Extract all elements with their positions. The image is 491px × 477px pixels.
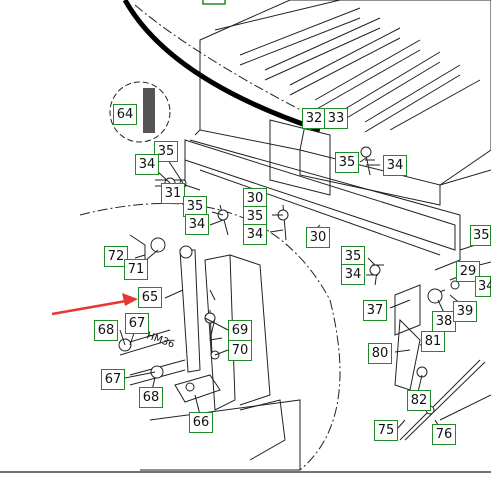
red-arrow-head bbox=[122, 293, 138, 306]
part-label-82: 82 bbox=[407, 390, 431, 411]
part-label-81: 81 bbox=[421, 331, 445, 352]
red-arrow bbox=[51, 298, 133, 316]
part-label-39: 39 bbox=[453, 301, 477, 322]
lower-mechanism bbox=[119, 249, 301, 471]
part-label-70: 70 bbox=[228, 340, 252, 361]
part-label-67: 67 bbox=[101, 369, 125, 390]
part-label-68: 68 bbox=[139, 387, 163, 408]
part-label-66: 66 bbox=[189, 412, 213, 433]
part-label-65: 65 bbox=[138, 287, 162, 308]
part-label-71: 71 bbox=[124, 259, 148, 280]
part-label-34: 34 bbox=[475, 276, 491, 297]
leader-lines bbox=[119, 124, 463, 429]
part-label-33: 33 bbox=[324, 108, 348, 129]
part-label-72: 72 bbox=[104, 246, 128, 267]
part-label-35: 35 bbox=[341, 246, 365, 267]
part-label-35: 35 bbox=[154, 141, 178, 162]
part-label-31: 31 bbox=[161, 183, 185, 204]
part-64-grid bbox=[143, 88, 155, 133]
part-label-34: 34 bbox=[383, 155, 407, 176]
part-label-34: 34 bbox=[341, 264, 365, 285]
part-label-35: 35 bbox=[183, 196, 207, 217]
part-label-32: 32 bbox=[302, 108, 326, 129]
part-label-29: 29 bbox=[456, 261, 480, 282]
part-label-35: 35 bbox=[335, 152, 359, 173]
part-label-76: 76 bbox=[432, 424, 456, 445]
part-label-67: 67 bbox=[125, 313, 149, 334]
part-label-69: 69 bbox=[228, 320, 252, 341]
part-label-34: 34 bbox=[185, 214, 209, 235]
part-label-37: 37 bbox=[363, 300, 387, 321]
part-label-75: 75 bbox=[374, 420, 398, 441]
thick-arc bbox=[122, 0, 321, 133]
part-label-80: 80 bbox=[368, 343, 392, 364]
part-label-64: 64 bbox=[113, 104, 137, 125]
part-label-35: 35 bbox=[470, 225, 491, 246]
part-label-34: 34 bbox=[243, 224, 267, 245]
part-label-68: 68 bbox=[94, 320, 118, 341]
part-label-30: 30 bbox=[306, 227, 330, 248]
part-label-34: 34 bbox=[135, 154, 159, 175]
frame-beams bbox=[184, 119, 456, 256]
partial-label-top bbox=[202, 0, 226, 5]
upper-housing bbox=[189, 0, 491, 271]
